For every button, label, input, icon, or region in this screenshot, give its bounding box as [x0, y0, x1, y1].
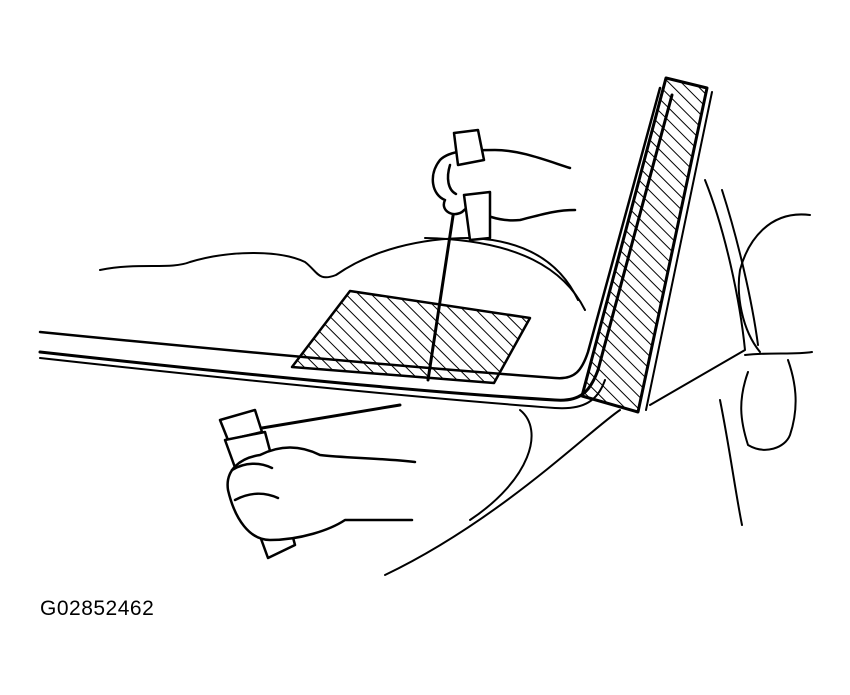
figure-code-label: G02852462	[40, 597, 155, 620]
a-pillar-hatched-strip	[580, 76, 709, 414]
upper-hand	[431, 128, 577, 242]
door-frame	[384, 91, 813, 576]
dashboard-outline	[99, 237, 586, 311]
hatched-sealant-area	[290, 289, 532, 385]
lower-hand	[218, 408, 417, 560]
